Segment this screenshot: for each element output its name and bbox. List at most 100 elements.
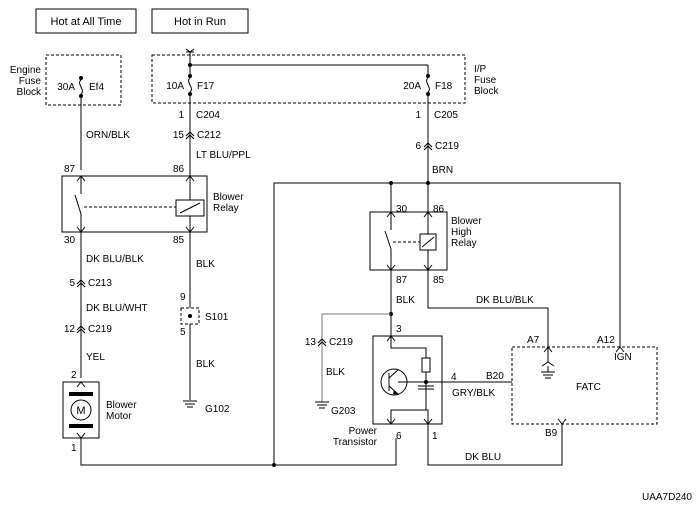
splice-s101-pin-top: 9 [180,292,186,303]
fuse-f18-amp: 20A [403,81,421,92]
fuse-ef4-top-terminal [79,76,83,80]
circuit-high-relay-control: DK BLU/BLK [427,270,549,347]
wire-dk-blu-blk-2-label: DK BLU/BLK [476,295,534,306]
blower-relay-switch-icon [74,194,82,215]
header-hot-in-run: Hot in Run [151,8,249,34]
blower-relay-label-1: Blower [213,192,244,203]
fuse-ef4-amp: 30A [57,82,75,93]
blower-relay-pin-30: 30 [64,235,76,246]
blower-relay: Blower Relay 30 85 86 [61,164,244,246]
engine-fuse-block-label-3: Block [17,87,42,98]
circuit-engine-feed: ORN/BLK 87 [64,96,130,175]
blower-motor-pin-bottom: 1 [71,443,77,454]
connector-c205-label: C205 [434,110,458,121]
wire-dk-blu-wht-label: DK BLU/WHT [86,303,148,314]
connector-c204-label: C204 [196,110,220,121]
power-transistor: Power Transistor 6 1 4 [333,335,457,448]
circuit-f18-feed: 1 C205 6 C219 BRN [415,96,621,347]
fatc-pin-b9: B9 [545,428,558,439]
connector-c219-c-icon [317,338,327,347]
fatc-label: FATC [576,382,601,393]
connector-c219-b-label: C219 [88,324,112,335]
splice-s101-label: S101 [205,312,229,323]
blower-high-relay-label-1: Blower [451,216,482,227]
fuse-f17-icon [188,77,192,93]
fatc-pin-a7: A7 [527,335,540,346]
motor-return-circuit [80,181,430,467]
fatc-pin-a12: A12 [597,335,615,346]
power-transistor-label-2: Transistor [333,437,378,448]
blower-high-relay: Blower High Relay 30 86 87 85 [369,204,482,286]
fatc-internal-ground-icon [541,371,555,379]
blower-high-relay-label-3: Relay [451,238,477,249]
connector-c212-pin: 15 [173,130,185,141]
power-transistor-pin-4: 4 [451,372,457,383]
ip-fuse-block: I/P Fuse Block 10A F17 20A F18 [151,48,499,104]
connector-c219-c-pin: 13 [305,337,317,348]
connector-c213-icon [76,279,86,288]
connector-c213-pin: 5 [69,278,75,289]
fatc-module: FATC A7 A12 IGN B9 [511,335,658,439]
blower-high-relay-switch-icon [384,230,392,250]
wire-orn-blk-label: ORN/BLK [86,130,130,141]
splice-s101-icon [188,314,192,318]
wire-gry-blk-label: GRY/BLK [452,388,495,399]
blower-high-relay-pin-85: 85 [433,275,445,286]
busbar-feed-arrow-icon [185,48,195,53]
circuit-transistor-control: GRY/BLK B20 [442,371,512,399]
connector-c212-label: C212 [197,130,221,141]
circuit-high-relay-output: BLK 13 C219 BLK G203 3 [305,270,415,417]
blower-high-relay-pin-87: 87 [396,275,408,286]
wire-blk-label-4: BLK [326,367,345,378]
circuit-relay-ground: BLK 9 S101 5 BLK G102 [180,232,230,415]
ip-fuse-block-label-2: Fuse [474,75,497,86]
fuse-f17-amp: 10A [166,81,184,92]
blower-motor-label-1: Blower [106,400,137,411]
connector-c213-label: C213 [88,278,112,289]
connector-c219-b-icon [76,325,86,334]
wire-blk-label-2: BLK [196,359,215,370]
engine-fuse-block-label-2: Fuse [19,76,42,87]
header-hot-in-run-label: Hot in Run [174,16,226,28]
blower-high-relay-label-2: High [451,227,472,238]
wire-dk-blu-blk-label: DK BLU/BLK [86,254,144,265]
header-hot-at-all-time-label: Hot at All Time [51,16,122,28]
blower-motor-label-2: Motor [106,411,132,422]
connector-c204-pin: 1 [178,110,184,121]
power-transistor-pin-3: 3 [396,324,402,335]
connector-c219-c-label: C219 [329,337,353,348]
fuse-f18-icon [426,77,430,93]
ground-g203-icon [315,401,329,409]
fuse-f17-id: F17 [197,81,215,92]
ip-fuse-block-label-3: Block [474,86,499,97]
connector-c212-icon [185,131,195,140]
circuit-transistor-feedback: DK BLU [427,424,563,466]
connector-c219-a-label: C219 [435,141,459,152]
fuse-ef4-id: Ef4 [89,82,104,93]
wire-yel-label: YEL [86,352,105,363]
circuit-relay-to-motor: DK BLU/BLK 5 C213 DK BLU/WHT 12 C219 YEL… [64,232,148,381]
wire-blk-label-1: BLK [196,259,215,270]
ground-g102-label: G102 [205,404,230,415]
motor-icon [70,399,92,421]
fuse-f18-id: F18 [435,81,453,92]
blower-relay-pin-86: 86 [173,164,185,175]
connector-c219-a-pin: 6 [415,141,421,152]
blower-relay-pin-87: 87 [64,164,76,175]
blower-relay-pin-85: 85 [173,235,185,246]
blower-motor-pin-top: 2 [71,370,77,381]
ground-g203-label: G203 [331,406,356,417]
power-transistor-label-1: Power [349,426,378,437]
connector-c219-b-pin: 12 [64,324,76,335]
blower-high-relay-pin-86: 86 [433,204,445,215]
blower-high-relay-pin-30: 30 [396,204,408,215]
wire-brn-label: BRN [432,165,453,176]
fatc-ign-label: IGN [614,352,632,363]
wire-dk-blu-label: DK BLU [465,452,501,463]
power-transistor-pin-1: 1 [432,431,438,442]
header-hot-at-all-time: Hot at All Time [35,8,137,34]
connector-c205-pin: 1 [415,110,421,121]
motor-symbol: M [76,405,85,417]
connector-c219-a-icon [423,142,433,151]
